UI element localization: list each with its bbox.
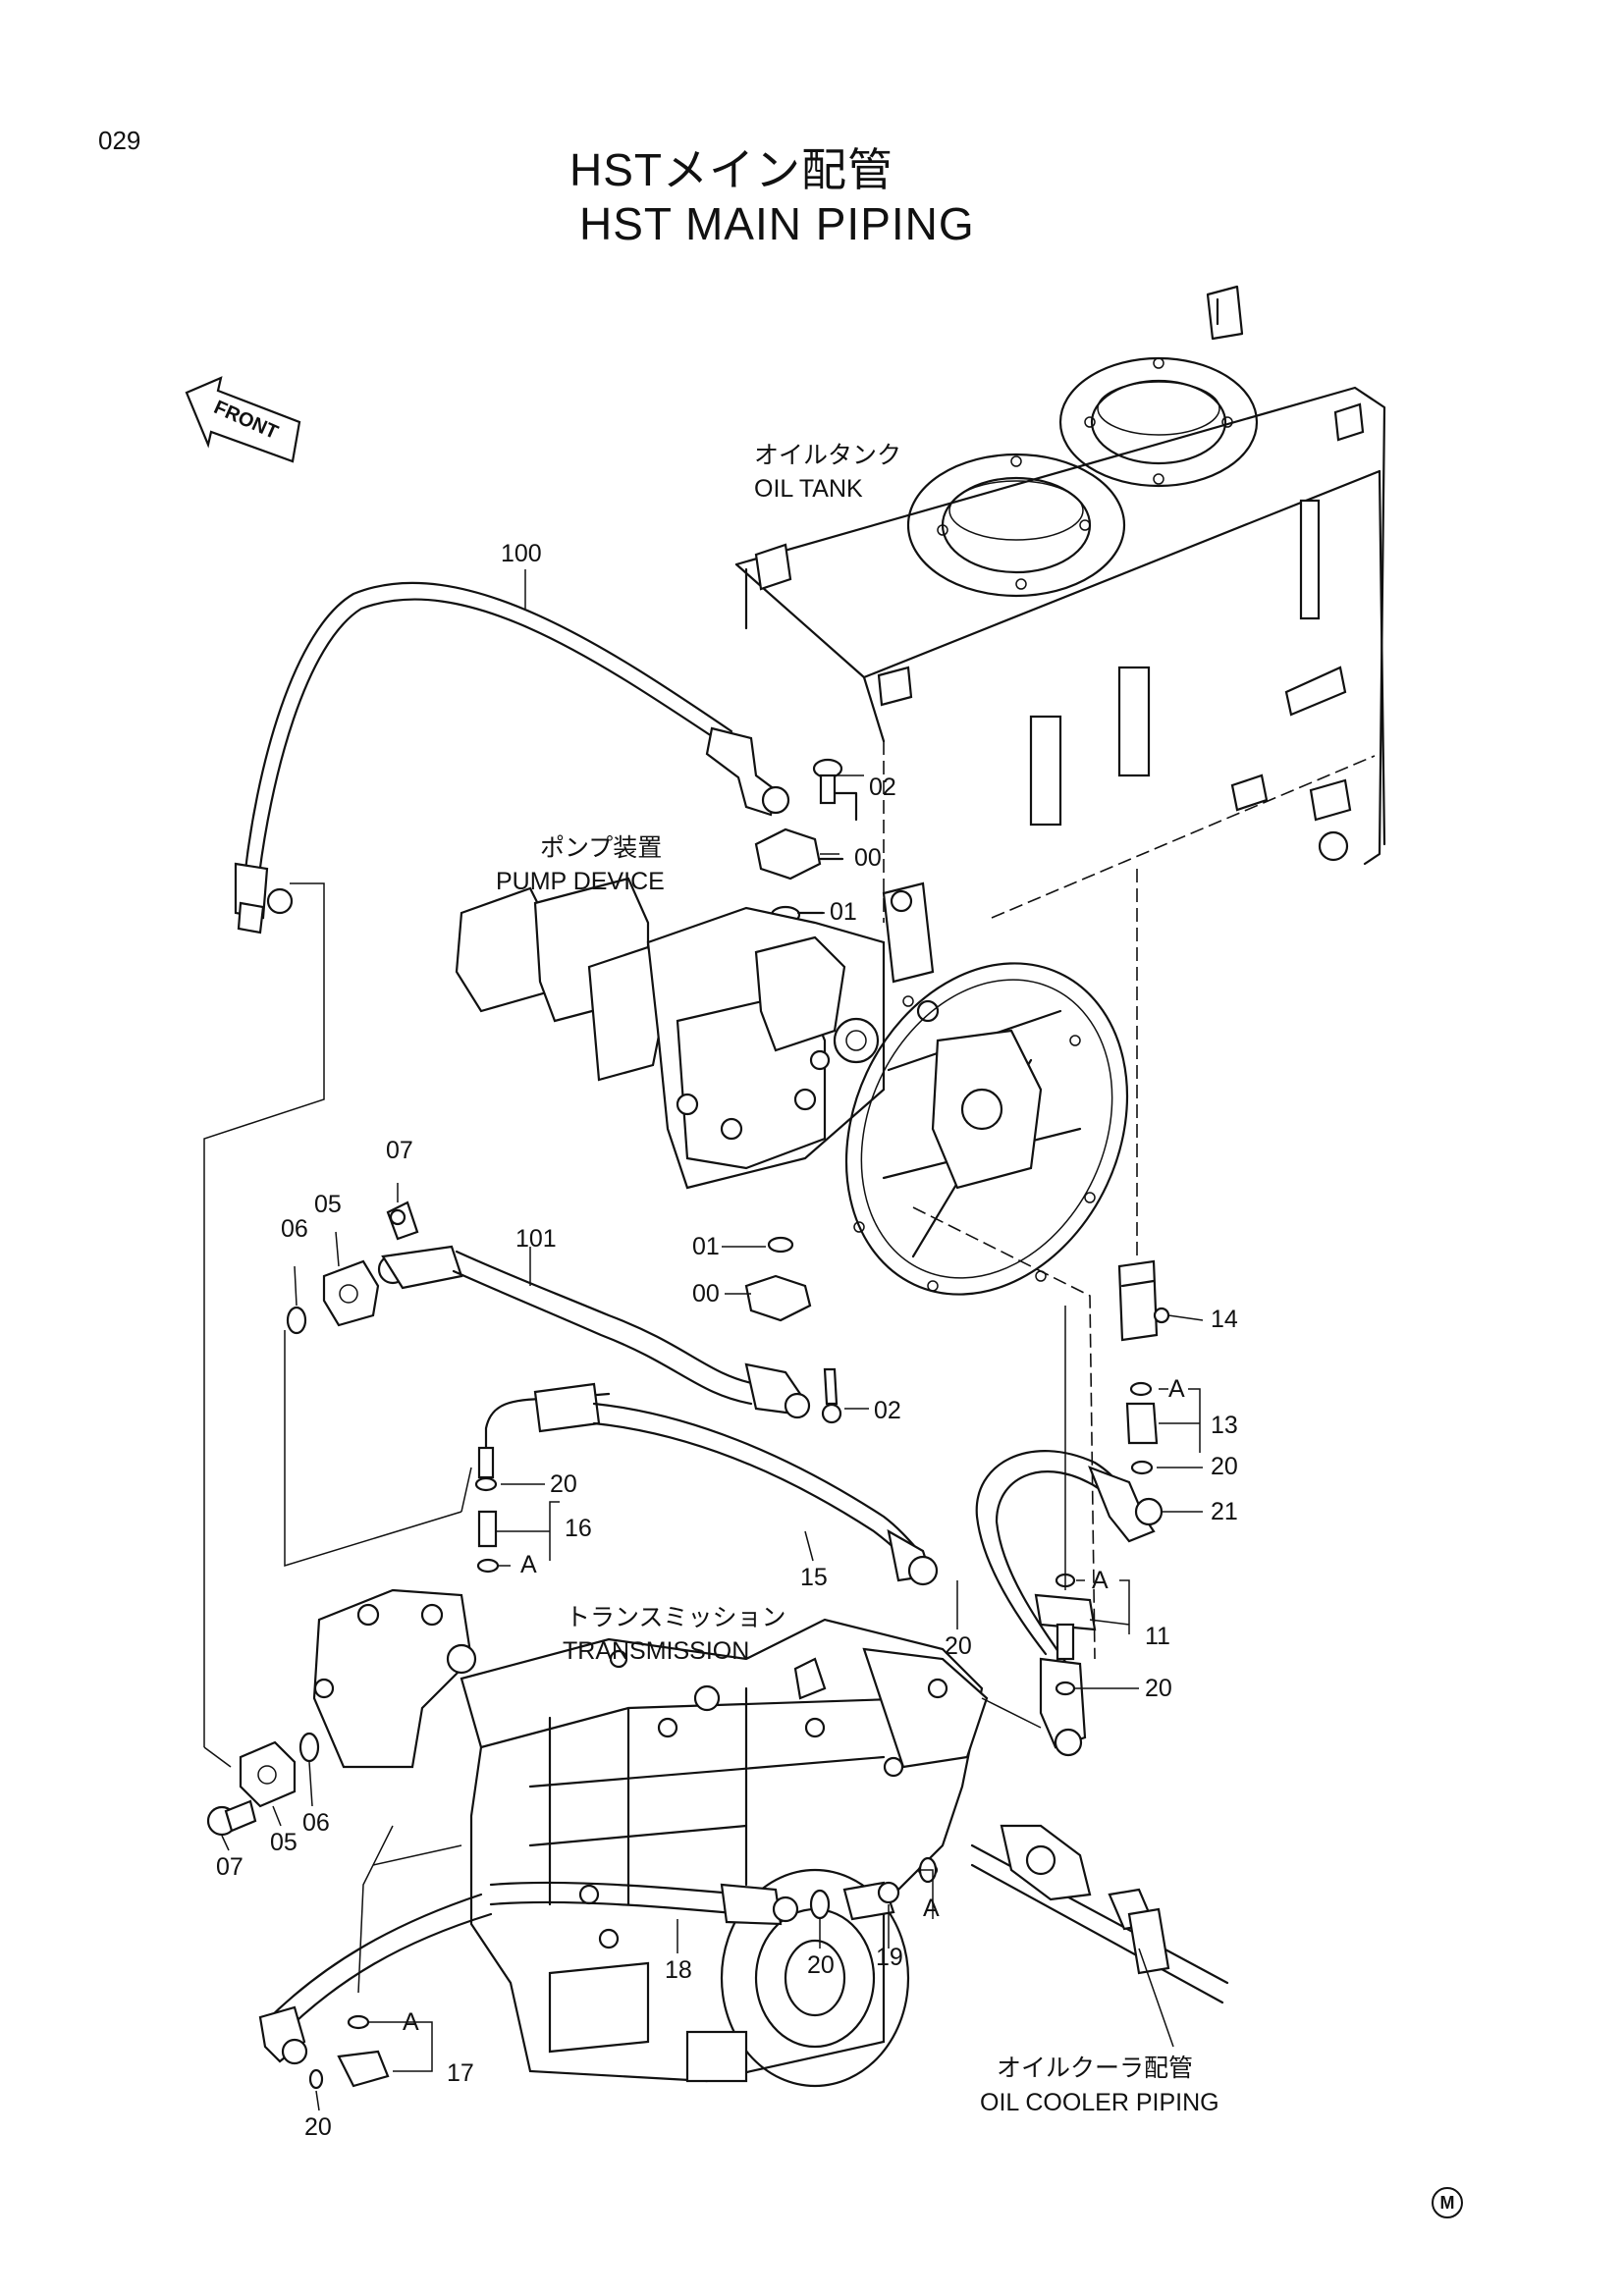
callout-20: 20: [1145, 1675, 1172, 1702]
callout-A: A: [520, 1551, 537, 1578]
callout-01: 01: [830, 898, 857, 926]
callout-A: A: [1168, 1375, 1185, 1403]
callout-14: 14: [1211, 1306, 1238, 1333]
callout-00: 00: [692, 1280, 720, 1308]
callout-07: 07: [386, 1137, 413, 1164]
pump-device-label-jp: ポンプ装置: [540, 834, 663, 862]
flange-lower-drawing: [206, 1732, 320, 1837]
page-number: 029: [98, 126, 141, 155]
oil-cooler-label-jp: オイルクーラ配管: [997, 2055, 1194, 2082]
callout-11: 11: [1145, 1623, 1170, 1650]
pump-device-drawing: [455, 877, 1129, 1660]
oil-cooler-label-en: OIL COOLER PIPING: [980, 2089, 1219, 2116]
callout-01: 01: [692, 1233, 720, 1260]
manual-mark: M: [1432, 2187, 1463, 2218]
callout-13: 13: [1211, 1412, 1238, 1439]
callout-18: 18: [665, 1956, 692, 1984]
hose-101-drawing: [377, 1236, 842, 1424]
oil-cooler-piping-drawing: [917, 1824, 1229, 2048]
callout-16: 16: [565, 1515, 592, 1542]
callout-06: 06: [281, 1215, 308, 1243]
hose-100-drawing: [234, 581, 858, 934]
callout-02: 02: [874, 1397, 901, 1424]
callout-19: 19: [876, 1944, 903, 1971]
callout-20: 20: [807, 1951, 835, 1979]
callout-02: 02: [869, 774, 896, 801]
callout-100: 100: [501, 540, 542, 567]
oil-tank-label-jp: オイルタンク: [754, 442, 902, 469]
callout-21: 21: [1211, 1498, 1238, 1525]
callout-A: A: [403, 2008, 419, 2036]
callout-05: 05: [314, 1191, 342, 1218]
hose-15-drawing: [474, 1382, 939, 1586]
title-english: HST MAIN PIPING: [579, 198, 975, 249]
transmission-drawing: [312, 1588, 1042, 2088]
oil-tank-label-en: OIL TANK: [754, 475, 863, 503]
right-hose-drawing: [975, 869, 1170, 1757]
oil-tank-drawing: [734, 285, 1386, 923]
transmission-label-en: TRANSMISSION: [563, 1637, 750, 1665]
callout-17: 17: [447, 2059, 474, 2087]
guide-lines: [203, 882, 1066, 1994]
callout-A: A: [923, 1895, 940, 1922]
callout-05: 05: [270, 1829, 298, 1856]
callout-20: 20: [1211, 1453, 1238, 1480]
callout-20: 20: [550, 1470, 577, 1498]
callout-00: 00: [854, 844, 882, 872]
title-japanese: HSTメイン配管: [569, 144, 893, 195]
lower-hose-drawing: [258, 1856, 938, 2090]
front-arrow-icon: [185, 376, 301, 463]
callout-20: 20: [304, 2113, 332, 2141]
callout-20: 20: [945, 1632, 972, 1660]
callout-07: 07: [216, 1853, 244, 1881]
callout-A: A: [1092, 1567, 1109, 1594]
pump-device-label-en: PUMP DEVICE: [496, 868, 665, 895]
leader-lines: [221, 569, 1204, 2111]
transmission-label-jp: トランスミッション: [566, 1604, 786, 1631]
callout-101: 101: [515, 1225, 557, 1253]
callout-15: 15: [800, 1564, 828, 1591]
flange-upper-drawing: [286, 1201, 419, 1335]
callout-06: 06: [302, 1809, 330, 1837]
